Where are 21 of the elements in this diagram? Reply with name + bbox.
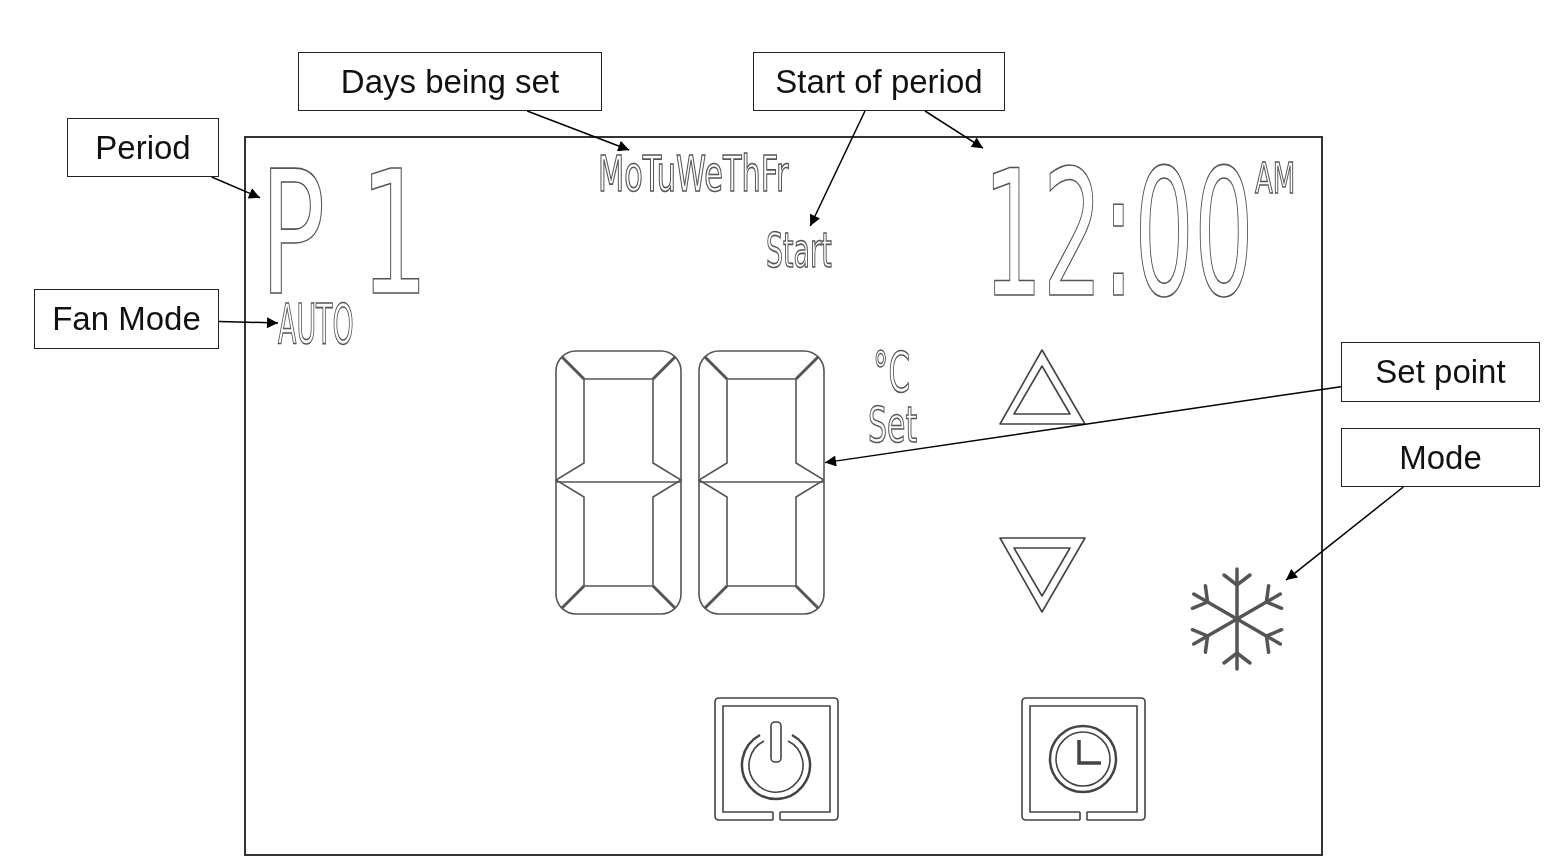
snowflake-icon xyxy=(1188,565,1286,673)
leader-arrow xyxy=(824,385,1342,467)
leader-arrow xyxy=(1285,486,1405,581)
callout-box: Set point xyxy=(1341,342,1540,402)
unit-text: °C xyxy=(873,344,910,400)
lcd-segment-text: AUTO xyxy=(278,296,354,352)
lcd-segment-text: 12:00 xyxy=(983,148,1254,322)
leader-arrow xyxy=(218,317,279,329)
leader-arrow xyxy=(210,176,261,199)
callout-box: Mode xyxy=(1341,428,1540,487)
lcd-segment-text: MoTuWeThFr xyxy=(598,150,789,199)
unit-text: AM xyxy=(1255,158,1296,200)
segment-digits-drawing xyxy=(555,350,825,615)
callout-box: Start of period xyxy=(753,52,1005,111)
leader-arrow xyxy=(809,110,866,227)
callout-box: Fan Mode xyxy=(34,289,219,349)
leader-arrow xyxy=(924,110,984,149)
callout-box: Days being set xyxy=(298,52,602,111)
setting-text: Set xyxy=(868,400,918,450)
lcd-segment-text: Start xyxy=(766,226,832,274)
callout-box: Period xyxy=(67,118,219,177)
